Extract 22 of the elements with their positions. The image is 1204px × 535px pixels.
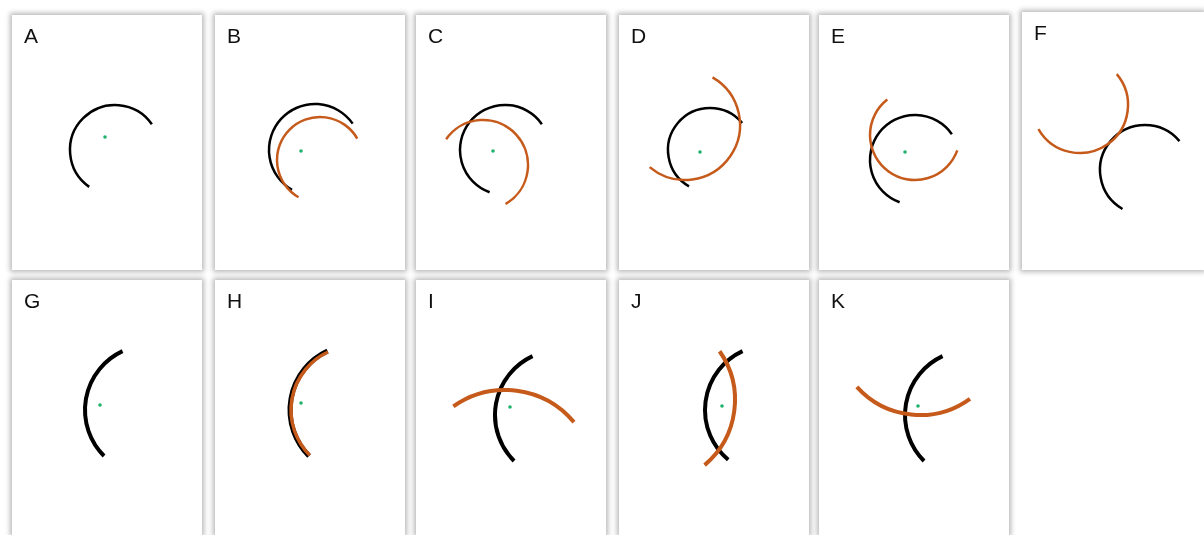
panel-letter: G	[24, 290, 41, 311]
panel-letter: I	[428, 290, 434, 311]
panel-card	[1022, 12, 1204, 270]
panel-card	[819, 15, 1009, 270]
panel-letter: B	[227, 25, 241, 46]
panel-card	[12, 15, 202, 270]
panel-card	[619, 15, 809, 270]
panel-card	[215, 15, 405, 270]
panel-letter: A	[24, 25, 38, 46]
panel-letter: D	[631, 25, 647, 46]
panel-card	[619, 280, 809, 535]
panel-card	[215, 280, 405, 535]
panel-letter: K	[831, 290, 845, 311]
panel-card	[12, 280, 202, 535]
panel-letter: E	[831, 25, 845, 46]
panel-card	[819, 280, 1009, 535]
panel-letter: C	[428, 25, 444, 46]
panel-letter: F	[1034, 22, 1047, 43]
panel-card	[416, 15, 606, 270]
panel-letter: J	[631, 290, 642, 311]
panel-card	[416, 280, 606, 535]
panel-letter: H	[227, 290, 243, 311]
